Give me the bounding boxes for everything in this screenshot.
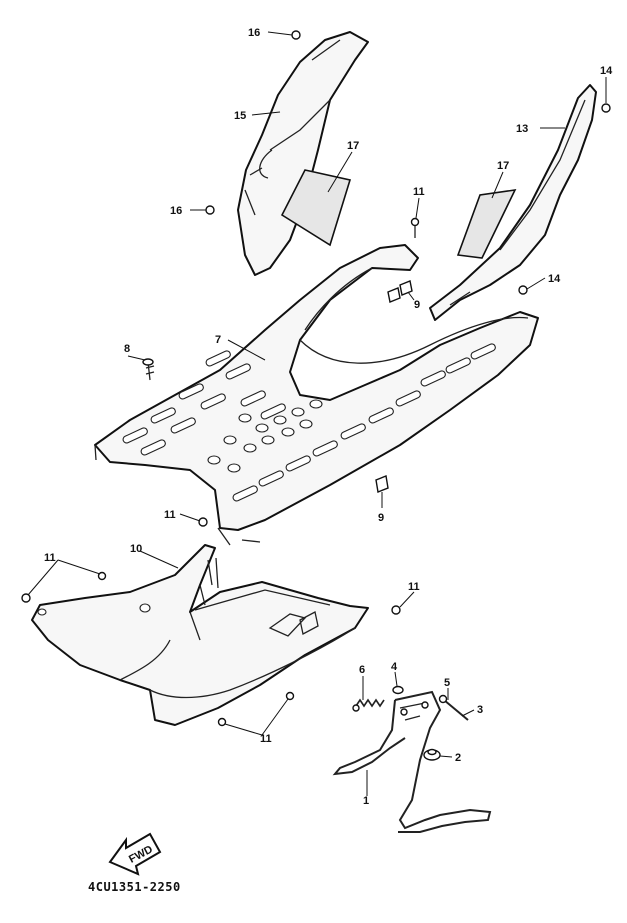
callout-13: 13 <box>516 123 528 135</box>
callout-9: 9 <box>378 512 384 524</box>
callout-14: 14 <box>548 273 561 285</box>
callout-3: 3 <box>477 704 483 716</box>
callout-4: 4 <box>391 661 398 673</box>
bolt[interactable] <box>438 694 469 721</box>
bolt-11-undercover-bottom[interactable] <box>217 691 295 727</box>
bolt-11-footrest[interactable] <box>198 517 208 527</box>
footrest-slots <box>122 343 496 502</box>
washer[interactable] <box>392 685 404 695</box>
side-cover-right[interactable] <box>429 84 597 321</box>
callout-labels: 16 15 17 16 14 13 17 11 14 9 7 8 9 11 10… <box>44 27 613 807</box>
callout-8: 8 <box>124 343 130 355</box>
center-stand[interactable] <box>332 690 492 833</box>
callout-10: 10 <box>130 543 142 555</box>
screw-16-lower[interactable] <box>205 205 215 215</box>
callout-15: 15 <box>234 110 246 122</box>
callout-11: 11 <box>164 509 176 521</box>
screw-16-upper[interactable] <box>291 30 301 40</box>
callout-14: 14 <box>600 65 613 77</box>
bolt-11-undercover-right[interactable] <box>391 605 401 615</box>
forward-direction-arrow: FWD <box>108 832 162 876</box>
nut-clip-upper[interactable] <box>387 280 413 303</box>
leader-lines <box>27 31 607 796</box>
footrest-holes <box>207 399 323 473</box>
callout-2: 2 <box>455 752 461 764</box>
callout-1: 1 <box>363 795 369 807</box>
callout-5: 5 <box>444 677 450 689</box>
collar-bushing[interactable] <box>423 748 441 761</box>
callout-6: 6 <box>359 664 365 676</box>
bolt-11-undercover-left[interactable] <box>21 571 107 603</box>
callout-11: 11 <box>44 552 56 564</box>
callout-11: 11 <box>413 186 425 198</box>
callout-11: 11 <box>260 733 272 745</box>
under-cover[interactable] <box>31 544 369 726</box>
screw-14-upper[interactable] <box>601 103 611 113</box>
side-cover-left[interactable] <box>237 31 369 276</box>
callout-7: 7 <box>215 334 221 346</box>
screw-14-lower[interactable] <box>518 285 528 295</box>
callout-11: 11 <box>408 581 420 593</box>
callout-17: 17 <box>497 160 509 172</box>
nut-clip-lower[interactable] <box>375 475 389 493</box>
spring[interactable] <box>352 698 385 712</box>
callout-9: 9 <box>414 299 420 311</box>
callout-17: 17 <box>347 140 359 152</box>
diagram-code: 4CU1351-2250 <box>88 880 181 894</box>
callout-16: 16 <box>170 205 182 217</box>
bolt-11-upper[interactable] <box>410 217 420 239</box>
callout-16: 16 <box>248 27 260 39</box>
screw-stay[interactable] <box>142 358 155 381</box>
seal-pad-left[interactable] <box>280 169 352 247</box>
footrest-board[interactable] <box>94 244 539 546</box>
seal-pad-right[interactable] <box>456 188 517 259</box>
